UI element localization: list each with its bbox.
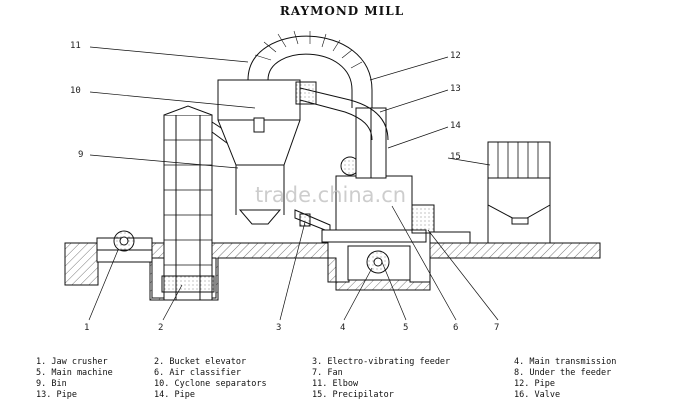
callout-10: 10	[70, 86, 81, 96]
parts-legend: 1. Jaw crusher 2. Bucket elevator 3. Ele…	[36, 357, 676, 401]
callout-11: 11	[70, 41, 81, 51]
callout-numbers: 11 10 9 12 13 14 15 1 2 3 4 5 6 7	[70, 41, 499, 333]
fan	[411, 204, 471, 244]
legend-item: 9. Bin	[36, 379, 67, 389]
legend-item: 7. Fan	[312, 368, 343, 378]
callout-9: 9	[78, 150, 83, 160]
electro-vibrating-feeder	[294, 209, 331, 233]
legend-item: 3. Electro-vibrating feeder	[312, 357, 451, 367]
return-pipe-arch	[247, 30, 373, 108]
legend-item: 5. Main machine	[36, 368, 113, 378]
legend-row: 1. Jaw crusher 2. Bucket elevator 3. Ele…	[36, 357, 676, 368]
legend-item: 2. Bucket elevator	[154, 357, 247, 367]
callout-12: 12	[450, 51, 461, 61]
callout-6: 6	[453, 323, 458, 333]
legend-item: 10. Cyclone separators	[154, 379, 267, 389]
callout-3: 3	[276, 323, 281, 333]
legend-item: 13. Pipe	[36, 390, 77, 400]
jaw-crusher	[96, 230, 153, 263]
precipitator	[487, 141, 551, 243]
legend-item: 1. Jaw crusher	[36, 357, 108, 367]
diagram-title: RAYMOND MILL	[279, 4, 405, 18]
callout-7: 7	[494, 323, 499, 333]
bucket-elevator	[161, 105, 215, 301]
leader-lines	[88, 46, 499, 321]
elbow-pipe	[295, 81, 389, 141]
callout-13: 13	[450, 84, 461, 94]
legend-item: 12. Pipe	[514, 379, 555, 389]
legend-item: 15. Precipilator	[312, 390, 394, 400]
legend-item: 4. Main transmission	[514, 357, 617, 367]
callout-1: 1	[84, 323, 89, 333]
legend-row: 9. Bin 10. Cyclone separators 11. Elbow …	[36, 379, 676, 390]
legend-row: 13. Pipe 14. Pipe 15. Precipilator 16. V…	[36, 390, 676, 401]
callout-14: 14	[450, 121, 461, 131]
watermark: trade.china.cn	[255, 183, 406, 207]
callout-15: 15	[450, 152, 461, 162]
callout-4: 4	[340, 323, 345, 333]
legend-item: 11. Elbow	[312, 379, 359, 389]
callout-2: 2	[158, 323, 163, 333]
legend-row: 5. Main machine 6. Air classifier 7. Fan…	[36, 368, 676, 379]
legend-item: 8. Under the feeder	[514, 368, 612, 378]
bin	[217, 79, 301, 225]
legend-item: 14. Pipe	[154, 390, 195, 400]
callout-5: 5	[403, 323, 408, 333]
legend-item: 6. Air classifier	[154, 368, 241, 378]
legend-item: 16. Valve	[514, 390, 561, 400]
